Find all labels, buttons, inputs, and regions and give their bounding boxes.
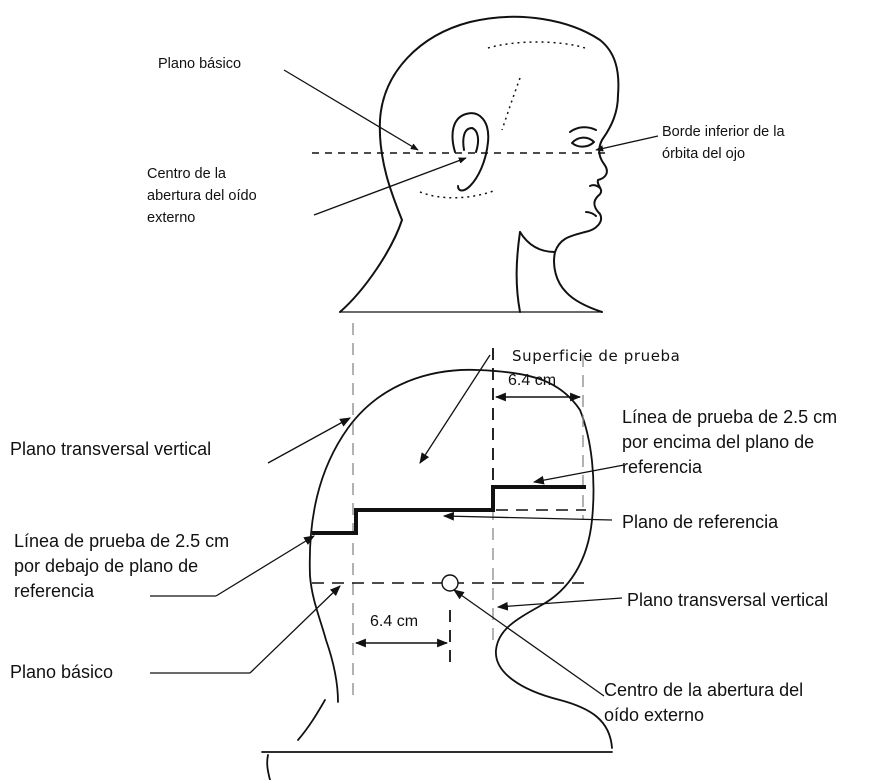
label-top-borde-line2: órbita del ojo (662, 146, 746, 162)
top-leader-borde (595, 135, 659, 152)
ear-opening-circle (441, 574, 459, 592)
label-superficie-prueba: Superficie de prueba (512, 347, 681, 365)
leader-plano-transversal-right (496, 597, 623, 611)
label-top-centro-line2: abertura del oído (147, 188, 257, 204)
label-dim-right: 6.4 cm (508, 372, 557, 389)
label-linea-encima-line2: por encima del plano de (622, 432, 815, 452)
label-plano-referencia: Plano de referencia (622, 512, 779, 532)
label-linea-encima-line1: Línea de prueba de 2.5 cm (622, 407, 838, 427)
label-linea-encima-line3: referencia (622, 457, 703, 477)
label-linea-debajo-line1: Línea de prueba de 2.5 cm (14, 531, 230, 551)
bottom-head-outline (261, 368, 613, 780)
label-linea-debajo-line2: por debajo de plano de (14, 556, 199, 576)
leader-linea-debajo-2 (215, 535, 315, 597)
label-linea-debajo-line3: referencia (14, 581, 95, 601)
label-plano-transversal-left: Plano transversal vertical (10, 439, 212, 459)
label-top-borde-line1: Borde inferior de la (662, 124, 785, 140)
label-plano-basico-bottom: Plano básico (10, 662, 114, 682)
top-hairline-marks (419, 41, 586, 199)
top-head-profile (339, 15, 620, 313)
leader-centro-bottom (453, 589, 605, 697)
label-dim-left: 6.4 cm (370, 613, 419, 630)
leader-plano-basico-2 (249, 585, 341, 674)
label-top-plano-basico: Plano básico (158, 56, 242, 72)
top-leader-plano-basico (283, 69, 419, 151)
label-top-centro-line3: externo (147, 210, 196, 226)
label-centro-bottom-line1: Centro de la abertura del (604, 680, 804, 700)
leader-plano-referencia (442, 511, 613, 521)
leader-plano-transversal-left (267, 417, 351, 464)
leader-superficie (419, 354, 491, 464)
test-line-step (312, 485, 586, 535)
label-top-centro-line1: Centro de la (147, 166, 226, 182)
leader-linea-encima (532, 464, 625, 485)
label-plano-transversal-right: Plano transversal vertical (627, 590, 829, 610)
label-centro-bottom-line2: oído externo (604, 705, 705, 725)
top-leader-centro (313, 157, 467, 216)
